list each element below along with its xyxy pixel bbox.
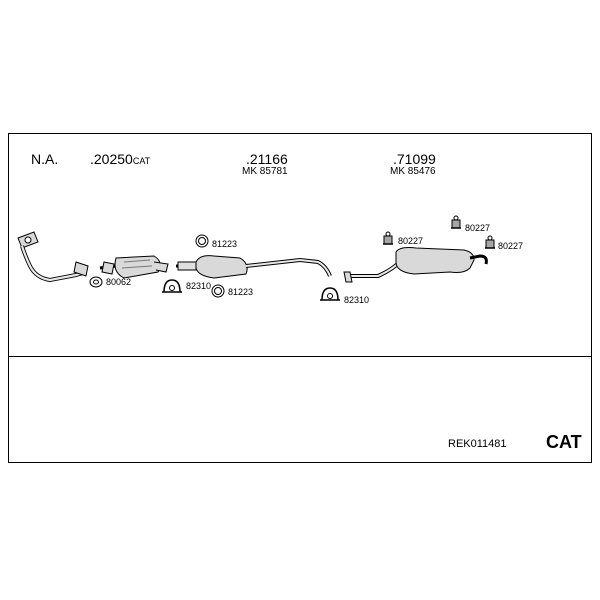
callout-80227-b: 80227 bbox=[465, 223, 491, 233]
hanger-80227-b-icon bbox=[451, 215, 461, 229]
callout-82310-b: 82310 bbox=[344, 295, 370, 305]
callout-82310-a: 82310 bbox=[186, 281, 212, 291]
part-71099-mk: MK 85476 bbox=[390, 166, 436, 177]
callout-80227-a: 80227 bbox=[398, 236, 424, 246]
type-label: CAT bbox=[546, 432, 582, 452]
rear-silencer-icon bbox=[343, 247, 488, 283]
diagram-frame bbox=[8, 133, 592, 463]
part-suffix: CAT bbox=[132, 156, 151, 166]
middle-silencer-icon bbox=[176, 255, 332, 279]
ring-81223-b-icon bbox=[211, 284, 225, 298]
part-21166-mk: MK 85781 bbox=[242, 166, 288, 177]
reference-code: REK011481 bbox=[448, 438, 507, 450]
part-21166: .21166 bbox=[246, 151, 288, 167]
callout-81223-a: 81223 bbox=[212, 239, 238, 249]
ring-81223-a-icon bbox=[195, 234, 209, 248]
front-pipe-icon bbox=[17, 231, 89, 283]
part-20250: .20250CAT bbox=[90, 152, 150, 168]
hanger-80227-c-icon bbox=[485, 235, 495, 249]
hanger-80227-a-icon bbox=[383, 231, 393, 245]
callout-80227-c: 80227 bbox=[498, 241, 524, 251]
clamp-82310-a-icon bbox=[162, 279, 182, 293]
part-71099: .71099 bbox=[393, 151, 436, 167]
callout-80062: 80062 bbox=[106, 277, 132, 287]
footer-divider bbox=[8, 356, 592, 357]
clamp-82310-b-icon bbox=[320, 287, 340, 301]
callout-81223-b: 81223 bbox=[228, 287, 254, 297]
catalytic-converter-icon bbox=[99, 255, 169, 279]
na-label: N.A. bbox=[31, 151, 59, 167]
part-number: .20250 bbox=[90, 151, 133, 167]
gasket-80062-icon bbox=[89, 276, 103, 288]
